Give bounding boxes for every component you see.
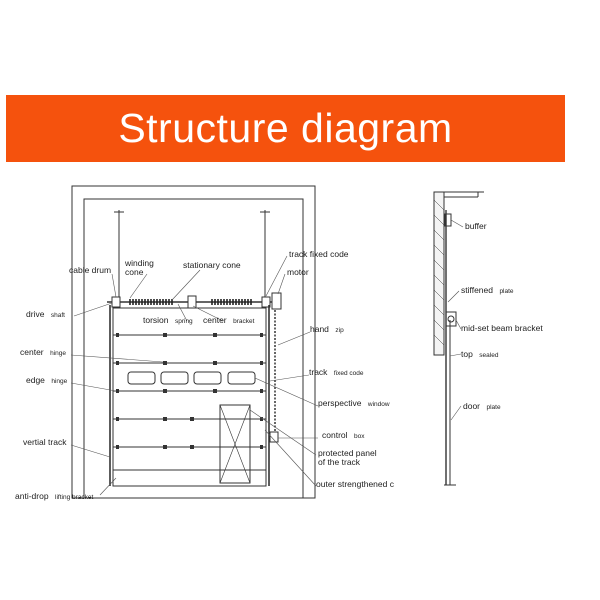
label-center-bracket: center bracket	[203, 310, 255, 327]
motor-box	[271, 292, 282, 310]
label-hinge: hinge	[51, 378, 67, 385]
label-window: window	[367, 401, 390, 408]
label-drive-shaft: drive shaft	[26, 304, 65, 321]
label-fixed-code: fixed code	[334, 370, 364, 377]
label-door-plate-text: plate	[486, 404, 500, 411]
label-buffer: buffer	[465, 221, 487, 231]
center-bracket	[187, 295, 197, 309]
label-anti-drop-lifting-bracket: anti-drop lifting bracket	[15, 486, 94, 503]
label-mid-set-beam-bracket: mid-set beam bracket	[461, 323, 543, 333]
label-shaft: shaft	[51, 312, 65, 319]
label-center-hinge-b: hinge	[50, 350, 66, 357]
label-stiffened-plate: stiffened plate	[461, 280, 514, 297]
cable-drum-left	[111, 296, 121, 308]
label-zip: zip	[335, 327, 344, 334]
cable-drum-right	[261, 296, 271, 308]
side-leader-lines	[447, 219, 464, 421]
label-track-fixed-code-top: track fixed code	[289, 249, 349, 259]
label-edge-hinge: edge hinge	[26, 370, 68, 387]
torsion-spring-left	[129, 299, 173, 305]
label-sealed: sealed	[479, 352, 499, 359]
hinges	[116, 333, 263, 449]
label-outer-strengthened: outer strengthened c	[316, 479, 395, 489]
labels: track fixed code winding cone stationary…	[15, 221, 543, 503]
wall-frame-outer	[71, 185, 316, 499]
torsion-spring-right	[211, 299, 252, 305]
label-plate: plate	[499, 288, 513, 295]
label-drive: drive	[26, 309, 45, 319]
label-hand-zip: hand zip	[310, 319, 344, 336]
label-door-plate: door plate	[463, 396, 501, 413]
window-4	[227, 371, 256, 385]
label-control-box: control box	[322, 425, 365, 442]
title-banner: Structure diagram	[6, 95, 565, 162]
label-torsion: torsion	[143, 315, 169, 325]
label-lifting-bracket: lifting bracket	[55, 494, 93, 501]
label-torsion-spring: torsion spring	[143, 310, 193, 327]
label-top: top	[461, 349, 473, 359]
label-door: door	[463, 401, 480, 411]
label-winding: winding	[124, 258, 154, 268]
window-1	[127, 371, 156, 385]
label-center-hinge: center hinge	[20, 342, 66, 359]
label-track-fixed-code: track fixed code	[309, 362, 364, 379]
label-center-hinge-a: center	[20, 347, 44, 357]
control-box	[269, 431, 279, 443]
label-bracket: bracket	[233, 318, 255, 325]
window-3	[193, 371, 222, 385]
label-of-the-track: of the track	[318, 457, 361, 467]
label-perspective-window: perspective window	[318, 393, 390, 410]
label-hand: hand	[310, 324, 329, 334]
label-vertial-track: vertial track	[23, 437, 67, 447]
mid-set-beam-bracket-part	[445, 311, 457, 327]
window-2	[160, 371, 189, 385]
label-edge: edge	[26, 375, 45, 385]
label-spring: spring	[175, 318, 193, 325]
label-cable-drum: cable drum	[69, 265, 111, 275]
label-protected-panel: protected panel	[318, 448, 377, 458]
label-stationary-cone: stationary cone	[183, 260, 241, 270]
label-top-sealed: top sealed	[461, 344, 499, 361]
label-track: track	[309, 367, 328, 377]
label-box: box	[354, 433, 365, 440]
label-motor: motor	[287, 267, 309, 277]
label-center: center	[203, 315, 227, 325]
label-cone: cone	[125, 267, 144, 277]
side-view	[433, 191, 484, 486]
front-view	[71, 185, 316, 499]
wall-frame-inner	[83, 198, 304, 499]
label-perspective: perspective	[318, 398, 362, 408]
label-control: control	[322, 430, 348, 440]
door-panel	[112, 307, 267, 487]
label-stiffened: stiffened	[461, 285, 493, 295]
diagram-title: Structure diagram	[118, 105, 453, 151]
label-anti-drop: anti-drop	[15, 491, 49, 501]
leader-lines	[70, 255, 319, 496]
wicket-door	[219, 404, 251, 484]
